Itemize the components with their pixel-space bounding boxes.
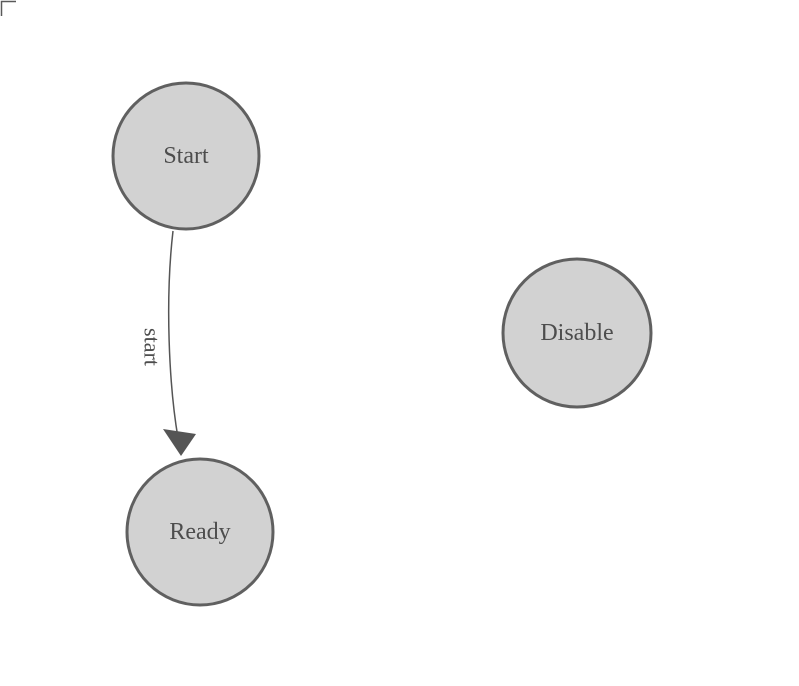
state-node-disable[interactable]: Disable	[501, 257, 653, 409]
edge-line[interactable]	[167, 230, 179, 439]
state-node-ready[interactable]: Ready	[125, 457, 275, 607]
canvas-corner-mark	[0, 0, 16, 16]
state-circle-disable[interactable]	[501, 257, 653, 409]
state-circle-start[interactable]	[111, 81, 261, 231]
transition-edge-start-to-ready[interactable]: start	[140, 230, 197, 456]
state-node-start[interactable]: Start	[111, 81, 261, 231]
arrowhead-icon	[163, 429, 196, 456]
state-circle-ready[interactable]	[125, 457, 275, 607]
transition-label: start	[140, 328, 165, 366]
